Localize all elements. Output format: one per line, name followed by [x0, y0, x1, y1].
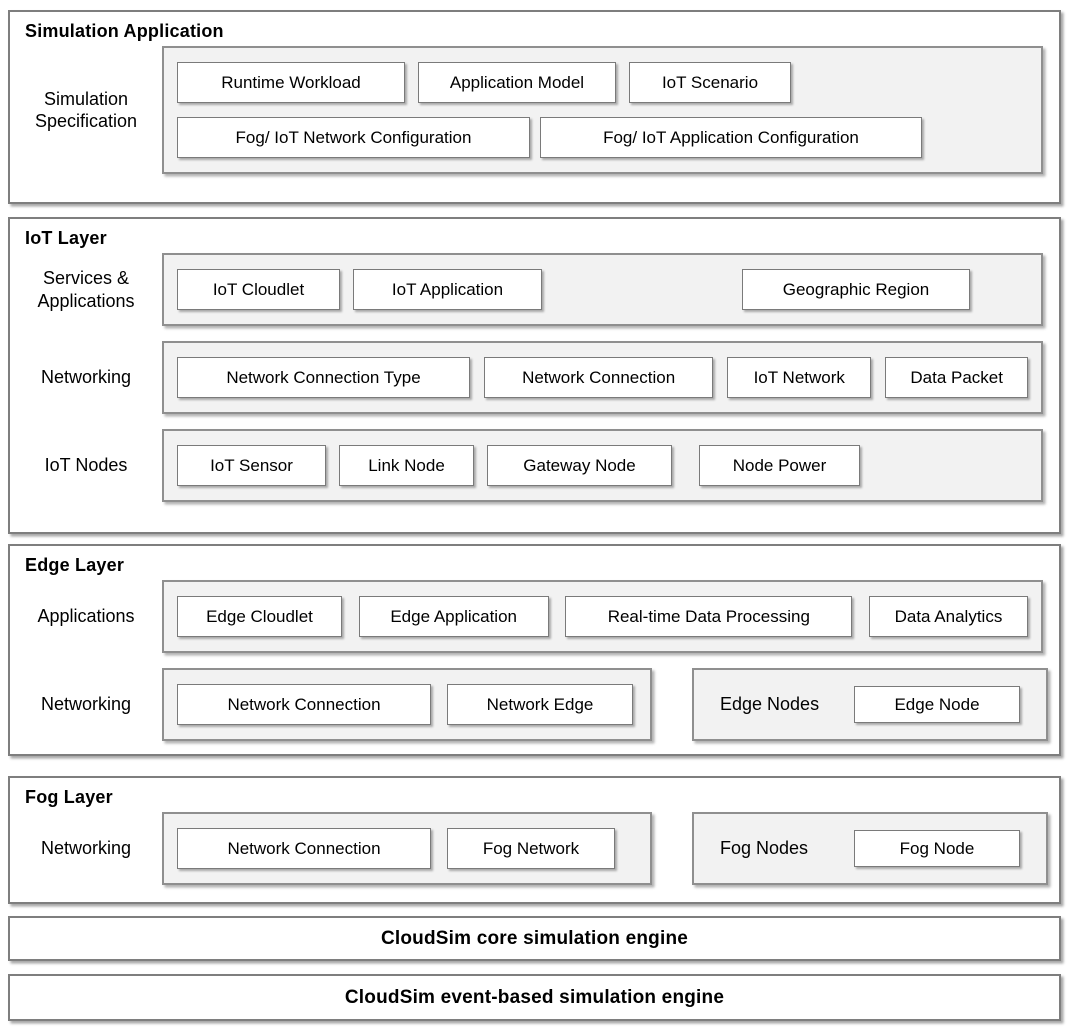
- row-label-simulation-specification: Simulation Specification: [34, 88, 138, 132]
- component-box: IoT Network: [727, 357, 872, 398]
- component-group-panel: Network Connection Network Edge: [162, 668, 652, 741]
- component-box: Data Analytics: [868, 596, 1028, 637]
- section-title: Fog Layer: [25, 787, 113, 807]
- row-label-edge-applications: Applications: [37, 606, 135, 627]
- section-title: Simulation Application: [25, 21, 224, 41]
- component-box: Network Edge: [447, 684, 633, 725]
- section-iot-layer: IoT Layer Services & Applications IoT Cl…: [8, 217, 1061, 534]
- component-box: Fog/ IoT Network Configuration: [177, 117, 530, 158]
- row-fog-networking: Networking Network Connection Fog Networ…: [10, 812, 1048, 885]
- component-box: Edge Application: [358, 596, 549, 637]
- section-simulation-application: Simulation Application Simulation Specif…: [8, 10, 1061, 204]
- component-box: Node Power: [699, 445, 860, 486]
- component-box: Network Connection: [484, 357, 714, 398]
- row-iot-networking: Networking Network Connection Type Netwo…: [10, 341, 1043, 414]
- row-label-services-applications: Services & Applications: [37, 268, 135, 311]
- component-group-panel: Edge Cloudlet Edge Application Real-time…: [162, 580, 1043, 653]
- cloudsim-core-engine-bar: CloudSim core simulation engine: [8, 916, 1061, 961]
- component-box: Real-time Data Processing: [565, 596, 853, 637]
- item-line: IoT Cloudlet IoT Application Geographic …: [177, 269, 1028, 310]
- item-line: Edge Cloudlet Edge Application Real-time…: [177, 596, 1028, 637]
- section-edge-layer: Edge Layer Applications Edge Cloudlet Ed…: [8, 544, 1061, 756]
- component-box: IoT Application: [353, 269, 542, 310]
- component-box: IoT Sensor: [177, 445, 326, 486]
- edge-nodes-panel: Edge Nodes Edge Node: [692, 668, 1048, 741]
- component-box: Runtime Workload: [177, 62, 405, 103]
- section-title: IoT Layer: [25, 228, 107, 248]
- component-box: Fog/ IoT Application Configuration: [540, 117, 922, 158]
- component-box: Application Model: [418, 62, 616, 103]
- section-title: Edge Layer: [25, 555, 125, 575]
- row-label-edge-networking: Networking: [40, 694, 132, 715]
- row-label-fog-networking: Networking: [40, 838, 132, 859]
- side-group-label: Fog Nodes: [720, 838, 809, 858]
- fog-nodes-panel: Fog Nodes Fog Node: [692, 812, 1048, 885]
- item-line: Network Connection Fog Network: [177, 828, 637, 869]
- row-label-iot-nodes: IoT Nodes: [44, 455, 128, 476]
- component-box: Geographic Region: [742, 269, 970, 310]
- component-box: Edge Cloudlet: [177, 596, 342, 637]
- component-box: Data Packet: [885, 357, 1028, 398]
- row-simulation-specification: Simulation Specification Runtime Workloa…: [10, 46, 1043, 174]
- row-edge-applications: Applications Edge Cloudlet Edge Applicat…: [10, 580, 1043, 653]
- component-box: Fog Network: [447, 828, 615, 869]
- section-fog-layer: Fog Layer Networking Network Connection …: [8, 776, 1061, 904]
- component-group-panel: Network Connection Type Network Connecti…: [162, 341, 1043, 414]
- component-group-panel: IoT Cloudlet IoT Application Geographic …: [162, 253, 1043, 326]
- component-group-panel: IoT Sensor Link Node Gateway Node Node P…: [162, 429, 1043, 502]
- row-iot-nodes: IoT Nodes IoT Sensor Link Node Gateway N…: [10, 429, 1043, 502]
- row-label-iot-networking: Networking: [40, 367, 132, 388]
- component-box: IoT Cloudlet: [177, 269, 340, 310]
- item-line: Network Connection Type Network Connecti…: [177, 357, 1028, 398]
- row-edge-networking: Networking Network Connection Network Ed…: [10, 668, 1048, 741]
- component-box: Network Connection Type: [177, 357, 470, 398]
- item-line: Runtime Workload Application Model IoT S…: [177, 62, 1028, 103]
- component-box: Network Connection: [177, 684, 431, 725]
- component-box: Fog Node: [854, 830, 1020, 867]
- component-box: IoT Scenario: [629, 62, 791, 103]
- component-group-panel: Runtime Workload Application Model IoT S…: [162, 46, 1043, 174]
- component-box: Edge Node: [854, 686, 1020, 723]
- cloudsim-event-based-engine-bar: CloudSim event-based simulation engine: [8, 974, 1061, 1021]
- component-group-panel: Network Connection Fog Network: [162, 812, 652, 885]
- side-group-label: Edge Nodes: [720, 694, 820, 714]
- item-line: IoT Sensor Link Node Gateway Node Node P…: [177, 445, 1028, 486]
- row-services-applications: Services & Applications IoT Cloudlet IoT…: [10, 253, 1043, 326]
- component-box: Gateway Node: [487, 445, 672, 486]
- item-line: Network Connection Network Edge: [177, 684, 637, 725]
- item-line: Fog/ IoT Network Configuration Fog/ IoT …: [177, 117, 1028, 158]
- component-box: Link Node: [339, 445, 474, 486]
- component-box: Network Connection: [177, 828, 431, 869]
